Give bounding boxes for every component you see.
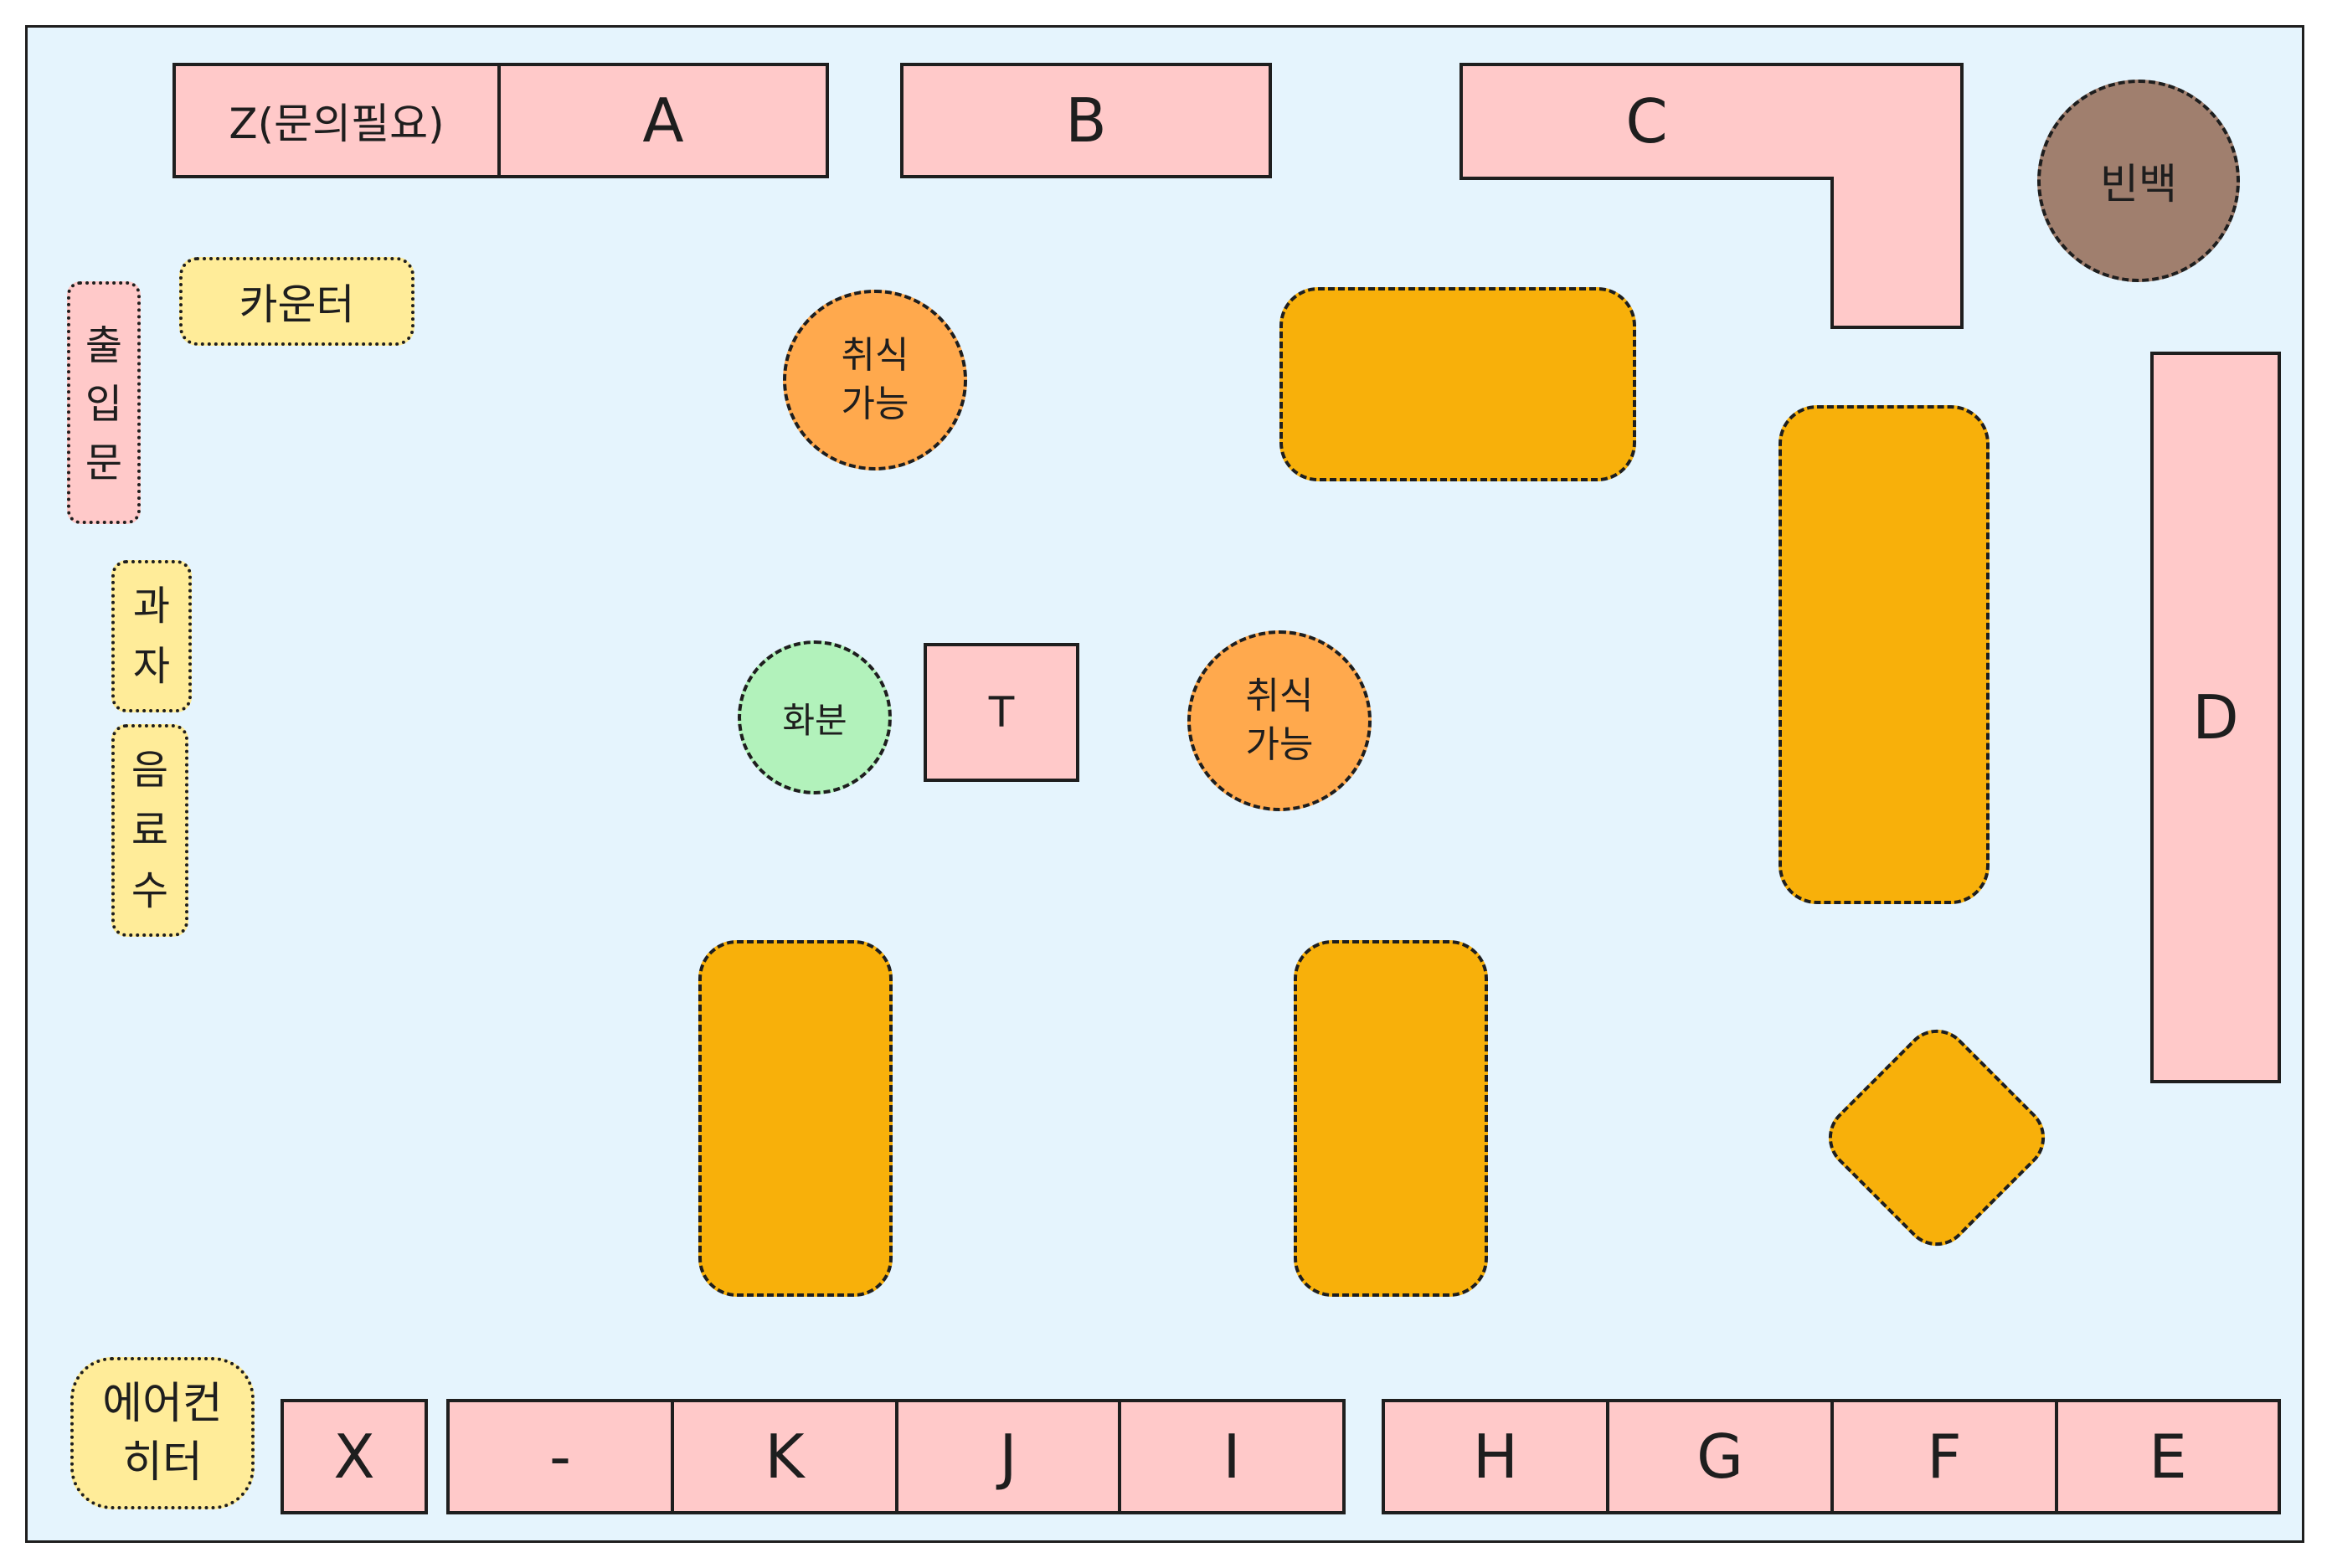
seat-e[interactable]: E xyxy=(2055,1399,2281,1514)
table-bottom-left[interactable] xyxy=(698,940,893,1297)
seat-i[interactable]: I xyxy=(1118,1399,1346,1514)
seat-j[interactable]: J xyxy=(895,1399,1121,1514)
seat-d[interactable]: D xyxy=(2150,352,2281,1083)
beanbag[interactable]: 빈백 xyxy=(2037,80,2240,282)
plant-pot: 화분 xyxy=(738,640,892,794)
seat-x[interactable]: X xyxy=(281,1399,428,1514)
seat-b[interactable]: B xyxy=(900,63,1272,178)
dining-table-2[interactable]: 취식 가능 xyxy=(1187,630,1372,811)
seat-t[interactable]: T xyxy=(924,643,1079,782)
table-right-tall[interactable] xyxy=(1779,405,1990,904)
dining-table-1[interactable]: 취식 가능 xyxy=(783,290,967,470)
seat-h[interactable]: H xyxy=(1382,1399,1609,1514)
seat-k[interactable]: K xyxy=(671,1399,898,1514)
table-top-center[interactable] xyxy=(1279,287,1636,481)
seat-f[interactable]: F xyxy=(1830,1399,2058,1514)
aircon-heater: 에어컨 히터 xyxy=(70,1357,255,1509)
seat-z[interactable]: Z(문의필요) xyxy=(172,63,501,178)
seat-g[interactable]: G xyxy=(1606,1399,1834,1514)
beverages: 음 료 수 xyxy=(111,724,188,937)
seat-dash[interactable]: - xyxy=(446,1399,674,1514)
counter: 카운터 xyxy=(179,257,414,346)
seat-c-label: C xyxy=(1625,86,1668,157)
floor-plan: Z(문의필요) A B C 빈백 D 출 입 문 카운터 과 자 음 료 수 에… xyxy=(25,25,2304,1543)
entrance-door: 출 입 문 xyxy=(67,281,141,524)
snacks: 과 자 xyxy=(111,560,192,712)
seat-c-shape[interactable] xyxy=(1459,63,1964,329)
seat-a[interactable]: A xyxy=(497,63,829,178)
seat-c[interactable] xyxy=(28,28,2307,1545)
table-bottom-center[interactable] xyxy=(1294,940,1488,1297)
